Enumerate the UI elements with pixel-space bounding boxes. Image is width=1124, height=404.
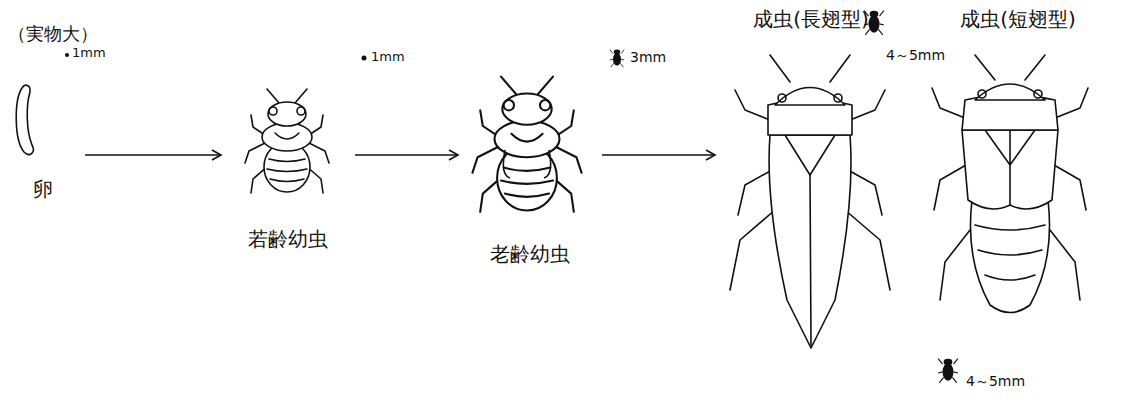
size-label: 1mm [371, 50, 405, 64]
stage-caption: 成虫(長翅型) [719, 8, 903, 30]
stage-caption: 若齢幼虫 [225, 228, 351, 250]
size-label: 1mm [72, 46, 106, 60]
stage-caption: 成虫(短翅型) [925, 8, 1111, 30]
size-label: 3mm [630, 50, 666, 65]
stage-caption: 老齢幼虫 [462, 243, 598, 265]
size-label: 4～5mm [886, 48, 945, 63]
stage-caption: 卵 [5, 178, 81, 200]
stage-arrow [602, 154, 715, 156]
life-stage: 成虫(長翅型) [719, 8, 903, 358]
scale-note: （実物大） [8, 24, 98, 44]
life-stage: 成虫(短翅型) [925, 8, 1111, 358]
life-stage: 老齢幼虫 [462, 75, 598, 265]
size-label: 4～5mm [966, 374, 1025, 389]
stage-arrow [355, 154, 458, 156]
stage-arrow [85, 154, 221, 156]
life-stage: 卵 [5, 75, 81, 200]
life-stage: 若齢幼虫 [225, 85, 351, 250]
